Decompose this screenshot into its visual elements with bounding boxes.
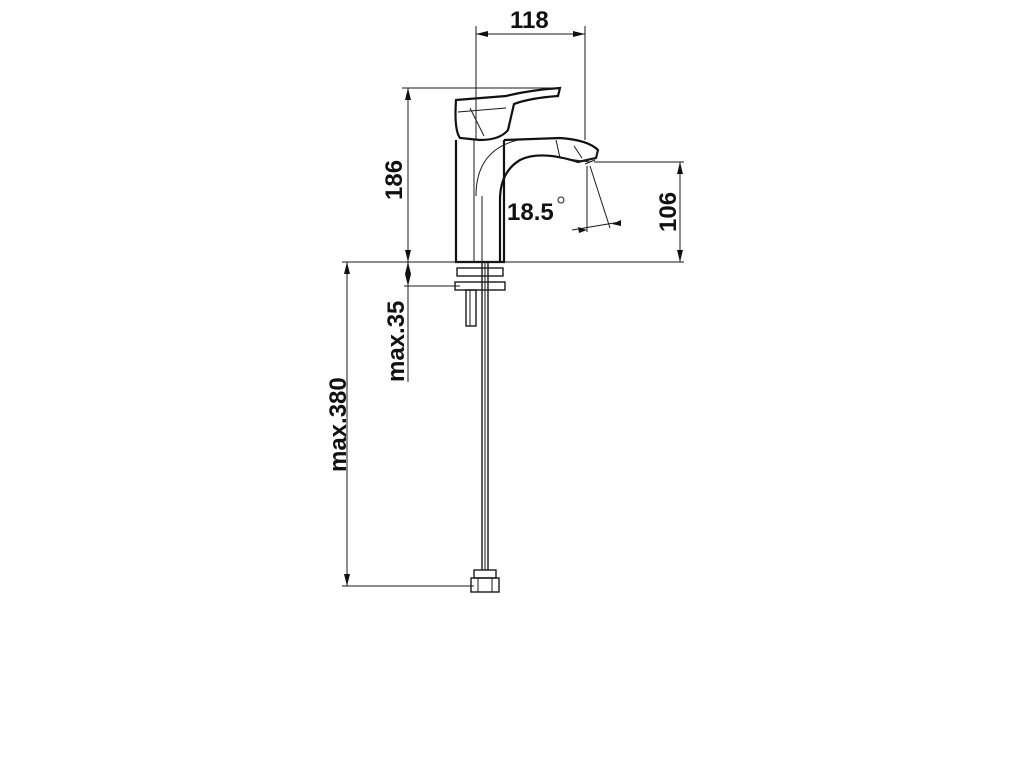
mounting-assembly — [454, 262, 506, 593]
dimension-186: 186 — [381, 87, 560, 262]
dimension-max35-label: max.35 — [383, 301, 410, 382]
dimension-max380-label: max.380 — [325, 377, 352, 472]
dimension-angle-label: 18.5 — [507, 199, 554, 226]
dimension-106: 106 — [594, 161, 684, 262]
dimension-max35: max.35 — [383, 262, 460, 382]
dimension-118-label: 118 — [510, 7, 549, 34]
degree-symbol — [557, 196, 565, 204]
dimension-186-label: 186 — [381, 160, 408, 200]
dimension-angle: 18.5 — [507, 165, 621, 233]
faucet-body — [454, 86, 600, 264]
dimension-106-label: 106 — [655, 192, 682, 232]
dimension-max380: max.380 — [325, 262, 474, 587]
dimension-118: 118 — [475, 7, 586, 140]
